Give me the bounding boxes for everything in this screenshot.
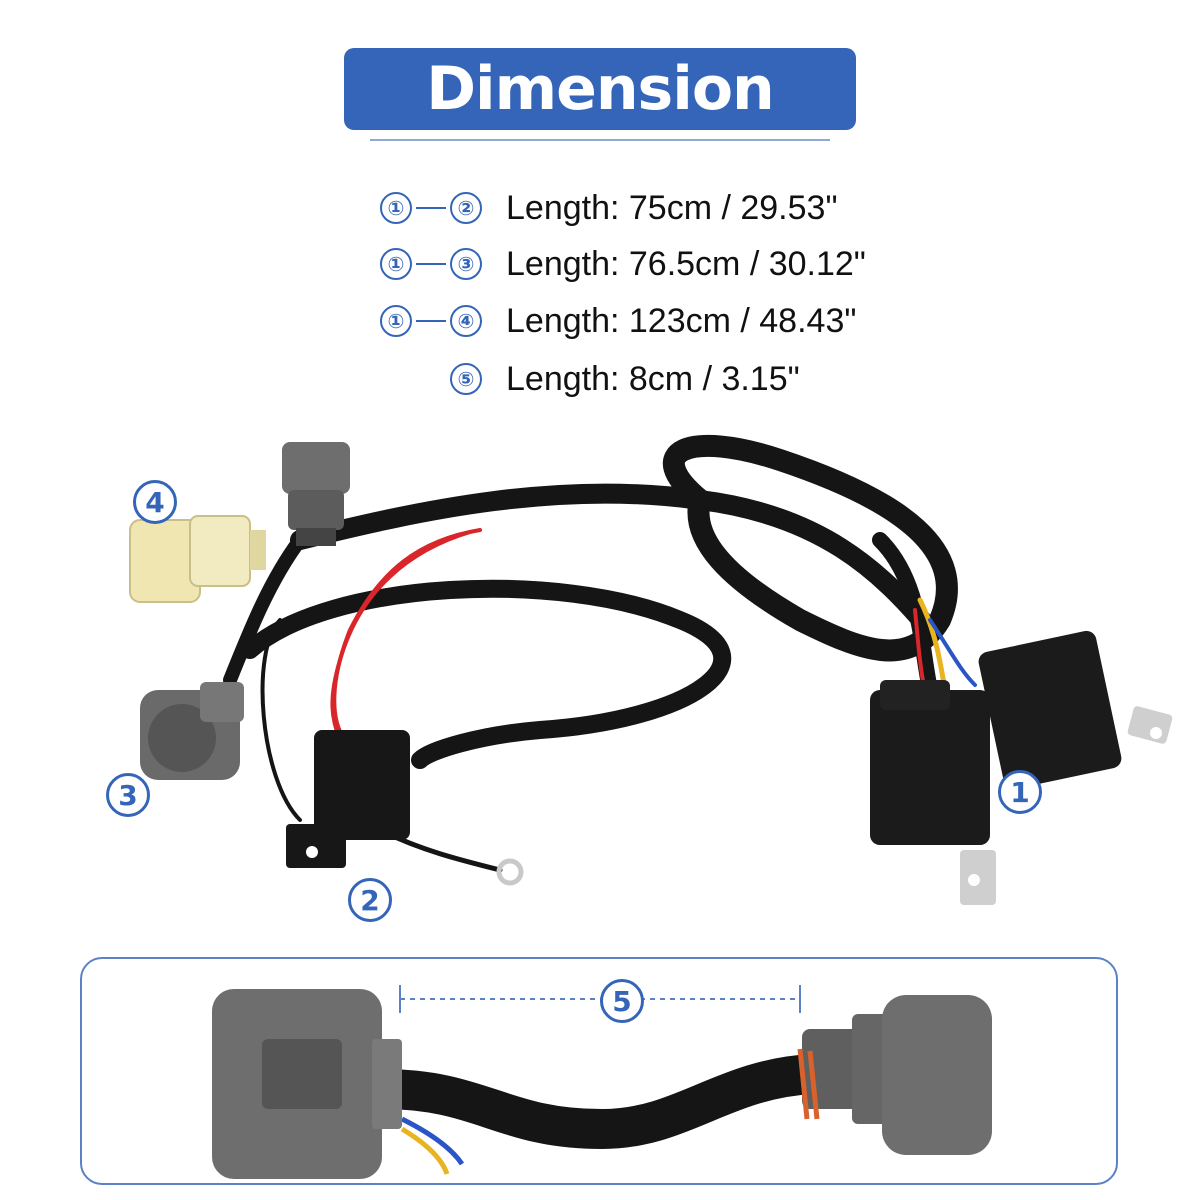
main-cable-loop <box>662 434 958 662</box>
detail-box-5: 5 <box>80 957 1118 1185</box>
marker-from: ① <box>380 192 412 224</box>
left-gray-connector <box>212 989 402 1179</box>
label-1: 1 <box>998 770 1042 814</box>
label-2: 2 <box>348 878 392 922</box>
fuse-holder-2 <box>286 730 524 886</box>
page-title: Dimension <box>426 54 775 124</box>
relay-connector-1 <box>870 630 1173 905</box>
blue-wire <box>400 1116 465 1166</box>
right-gray-connector <box>797 995 992 1155</box>
title-banner: Dimension <box>344 48 856 130</box>
marker-dash <box>416 320 446 322</box>
marker-from: ① <box>380 248 412 280</box>
dimension-text: Length: 123cm / 48.43" <box>506 301 857 340</box>
marker-to: ③ <box>450 248 482 280</box>
marker-dash <box>416 263 446 265</box>
red-wire <box>330 530 472 742</box>
connector-3 <box>140 682 244 780</box>
extension-cable-illustration <box>212 985 992 1179</box>
label-4: 4 <box>133 480 177 524</box>
connector-4 <box>129 515 266 603</box>
wire-harness-illustration <box>129 434 1173 905</box>
main-cable-lower <box>241 579 732 769</box>
dimension-row: ⑤ Length: 8cm / 3.15" <box>340 357 1040 401</box>
marker-dash <box>416 207 446 209</box>
connector-top-gray <box>282 442 350 546</box>
marker-from: ① <box>380 305 412 337</box>
cable-to-3 <box>223 533 307 687</box>
thin-wire <box>260 618 302 822</box>
dimension-text: Length: 76.5cm / 30.12" <box>506 244 866 283</box>
dimension-text: Length: 8cm / 3.15" <box>506 359 800 398</box>
dimension-row: ① ② Length: 75cm / 29.53" <box>340 186 1040 230</box>
dimension-row: ① ④ Length: 123cm / 48.43" <box>340 299 1040 343</box>
yellow-wire <box>400 1126 450 1175</box>
label-3: 3 <box>106 773 150 817</box>
main-cable-upper <box>290 483 940 640</box>
label-5: 5 <box>600 979 644 1023</box>
marker-to: ④ <box>450 305 482 337</box>
blue-wire <box>928 618 977 687</box>
dimension-row: ① ③ Length: 76.5cm / 30.12" <box>340 242 1040 286</box>
dimension-text: Length: 75cm / 29.53" <box>506 188 838 227</box>
title-underline <box>370 139 830 141</box>
marker-to: ② <box>450 192 482 224</box>
wrapped-cable <box>381 1054 814 1150</box>
marker-to: ⑤ <box>450 363 482 395</box>
